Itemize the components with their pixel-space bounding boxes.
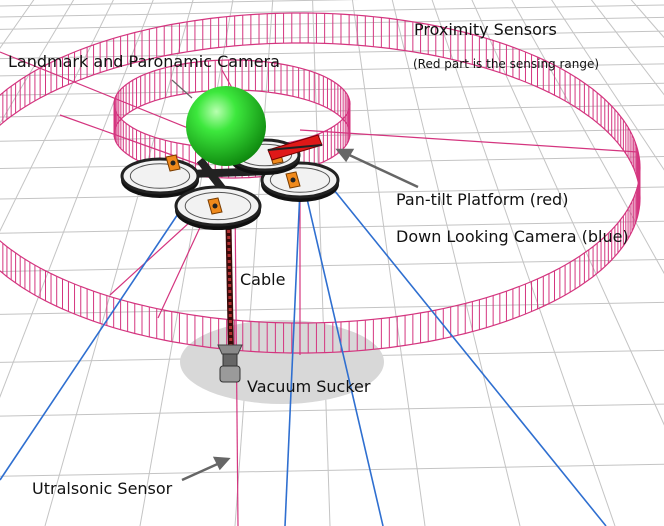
label-pan-tilt-platform: Pan-tilt Platform (red) <box>396 190 569 209</box>
label-ultrasonic-sensor: Utralsonic Sensor <box>32 479 173 498</box>
down-camera-rays <box>0 184 607 526</box>
rotor-guards <box>120 138 340 230</box>
proximity-rays <box>0 51 639 526</box>
label-sensing-range-note: (Red part is the sensing range) <box>413 57 600 71</box>
proximity-sensing-ring <box>0 12 641 354</box>
drone-body <box>120 134 340 230</box>
label-proximity-sensors: Proximity Sensors <box>414 20 557 39</box>
label-down-camera: Down Looking Camera (blue) <box>396 227 629 246</box>
label-cable: Cable <box>240 270 286 289</box>
label-vacuum-sucker: Vacuum Sucker <box>247 377 371 396</box>
pan-tilt-platform <box>267 134 323 161</box>
label-landmark-camera: Landmark and Paronamic Camera <box>8 52 280 71</box>
landmark-sphere <box>186 86 266 166</box>
vacuum-sucker <box>217 344 243 383</box>
arrow-pointer-icon <box>171 79 419 482</box>
